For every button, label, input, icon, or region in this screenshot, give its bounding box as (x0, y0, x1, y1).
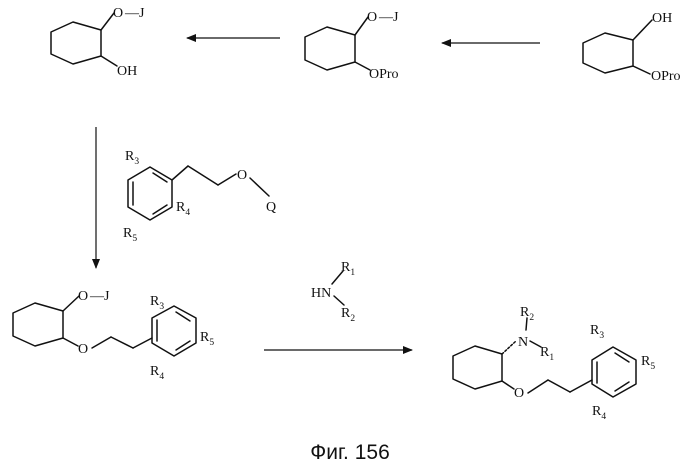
ether-j-label: —J (124, 6, 145, 21)
hn-label: HN (311, 286, 331, 301)
opro-label: OPro (651, 69, 681, 84)
ether-oxygen-label: O (367, 10, 377, 25)
ether-j-label: —J (89, 289, 110, 304)
hydroxyl-label: OH (117, 64, 137, 79)
compound-coupled-ether: O —J O R3 R5 R4 (13, 289, 214, 382)
r3-label: R3 (150, 294, 164, 312)
r3-label: R3 (125, 149, 139, 167)
r4-label: R4 (592, 404, 606, 422)
r1-label: R1 (540, 345, 554, 363)
amine-reagent: HN R1 R2 (311, 260, 355, 324)
r4-label: R4 (176, 200, 190, 218)
compound-product: N R2 R1 O R3 R5 R4 (453, 305, 655, 422)
compound-alcohol-ether: O —J OH (51, 6, 145, 79)
r3-label: R3 (590, 323, 604, 341)
nitrogen-label: N (518, 335, 528, 350)
ether-oxygen-label: O (113, 6, 123, 21)
figure-caption: Фиг. 156 (310, 441, 390, 464)
ether-oxygen-label: O (514, 386, 524, 401)
opro-label: OPro (369, 67, 399, 82)
oxygen-label: O (237, 168, 247, 183)
r5-label: R5 (200, 330, 214, 348)
hydroxyl-label: OH (652, 11, 672, 26)
linker-oxygen-label: O (78, 342, 88, 357)
compound-diol-mono-protected: OH OPro (583, 11, 681, 84)
r2-label: R2 (341, 306, 355, 324)
r1-label: R1 (341, 260, 355, 278)
compound-protected-ether: O —J OPro (305, 10, 399, 82)
ether-oxygen-label: O (78, 289, 88, 304)
r5-label: R5 (641, 354, 655, 372)
q-label: Q (266, 200, 276, 215)
r4-label: R4 (150, 364, 164, 382)
aryl-reagent: O Q R3 R4 R5 (123, 149, 276, 244)
ether-j-label: —J (378, 10, 399, 25)
r5-label: R5 (123, 226, 137, 244)
